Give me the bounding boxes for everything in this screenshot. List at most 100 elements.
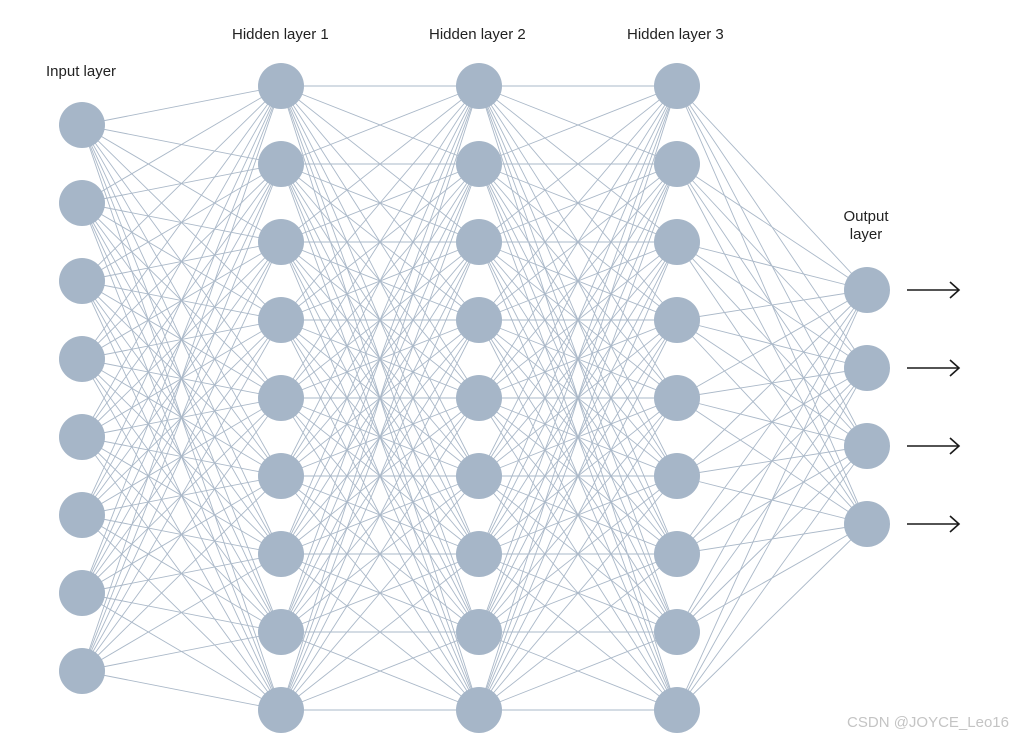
- input-neuron-6: [59, 492, 105, 538]
- hidden2-neuron-7: [456, 531, 502, 577]
- edge-input-8-to-hidden1-3: [81, 241, 282, 672]
- neuron-nodes: [59, 63, 890, 733]
- edge-input-3-to-hidden1-1: [81, 85, 282, 282]
- hidden3-neuron-3: [654, 219, 700, 265]
- edge-hidden1-2-to-hidden2-1: [280, 85, 480, 165]
- edge-hidden3-8-to-output-1: [676, 289, 868, 633]
- edge-hidden2-4-to-hidden3-1: [478, 85, 678, 321]
- hidden-layer-2-label: Hidden layer 2: [429, 26, 526, 43]
- edge-hidden1-9-to-hidden2-3: [280, 241, 480, 711]
- hidden1-neuron-1: [258, 63, 304, 109]
- edge-input-7-to-hidden1-1: [81, 85, 282, 594]
- edge-hidden3-9-to-output-2: [676, 367, 868, 711]
- hidden1-neuron-9: [258, 687, 304, 733]
- hidden1-neuron-4: [258, 297, 304, 343]
- edge-hidden2-8-to-hidden3-1: [478, 85, 678, 633]
- output-neuron-2: [844, 345, 890, 391]
- hidden1-neuron-3: [258, 219, 304, 265]
- hidden3-neuron-6: [654, 453, 700, 499]
- hidden3-neuron-2: [654, 141, 700, 187]
- edge-input-6-to-hidden1-1: [81, 85, 282, 516]
- hidden3-neuron-1: [654, 63, 700, 109]
- output-arrows: [907, 281, 961, 533]
- hidden2-neuron-6: [456, 453, 502, 499]
- edge-hidden1-9-to-hidden2-7: [280, 553, 480, 711]
- edge-hidden3-5-to-output-1: [676, 289, 868, 399]
- edge-input-1-to-hidden1-1: [81, 85, 282, 126]
- edge-hidden1-6-to-hidden2-1: [280, 85, 480, 477]
- input-neuron-3: [59, 258, 105, 304]
- edge-hidden2-6-to-hidden3-1: [478, 85, 678, 477]
- edge-input-8-to-hidden1-4: [81, 319, 282, 672]
- hidden1-neuron-6: [258, 453, 304, 499]
- hidden3-neuron-5: [654, 375, 700, 421]
- hidden-layer-1-label: Hidden layer 1: [232, 26, 329, 43]
- edge-hidden2-9-to-hidden3-2: [478, 163, 678, 711]
- hidden2-neuron-4: [456, 297, 502, 343]
- edge-hidden2-9-to-hidden3-4: [478, 319, 678, 711]
- edge-hidden2-5-to-hidden3-1: [478, 85, 678, 399]
- hidden-layer-3-label: Hidden layer 3: [627, 26, 724, 43]
- edge-hidden1-9-to-hidden2-4: [280, 319, 480, 711]
- edge-input-4-to-hidden1-1: [81, 85, 282, 360]
- connection-edges: [81, 85, 868, 711]
- edge-input-5-to-hidden1-1: [81, 85, 282, 438]
- hidden2-neuron-2: [456, 141, 502, 187]
- output-layer-label-line1: Output: [843, 208, 889, 225]
- hidden1-neuron-8: [258, 609, 304, 655]
- hidden1-neuron-5: [258, 375, 304, 421]
- edge-hidden2-9-to-hidden3-6: [478, 475, 678, 711]
- hidden2-neuron-1: [456, 63, 502, 109]
- hidden2-neuron-8: [456, 609, 502, 655]
- edge-hidden3-3-to-output-1: [676, 241, 868, 291]
- output-layer-label-line2: layer: [849, 226, 883, 243]
- edge-input-8-to-hidden1-1: [81, 85, 282, 672]
- edge-hidden3-6-to-output-1: [676, 289, 868, 477]
- edge-input-8-to-hidden1-7: [81, 553, 282, 672]
- hidden3-neuron-8: [654, 609, 700, 655]
- input-layer-label: Input layer: [46, 63, 117, 80]
- hidden3-neuron-7: [654, 531, 700, 577]
- input-neuron-5: [59, 414, 105, 460]
- output-arrow-1: [907, 281, 961, 299]
- edge-hidden3-9-to-output-3: [676, 445, 868, 711]
- edge-hidden2-9-to-hidden3-1: [478, 85, 678, 711]
- edge-input-8-to-hidden1-5: [81, 397, 282, 672]
- edge-hidden1-9-to-hidden2-1: [280, 85, 480, 711]
- output-neuron-1: [844, 267, 890, 313]
- output-arrow-3: [907, 437, 961, 455]
- edge-hidden2-9-to-hidden3-5: [478, 397, 678, 711]
- edge-hidden1-8-to-hidden2-1: [280, 85, 480, 633]
- input-neuron-8: [59, 648, 105, 694]
- output-neuron-4: [844, 501, 890, 547]
- edge-hidden1-4-to-hidden2-1: [280, 85, 480, 321]
- edge-hidden3-4-to-output-1: [676, 289, 868, 321]
- edge-hidden2-3-to-hidden3-1: [478, 85, 678, 243]
- input-neuron-1: [59, 102, 105, 148]
- output-layer-label: Output layer: [838, 208, 894, 244]
- edge-hidden3-9-to-output-1: [676, 289, 868, 711]
- output-neuron-3: [844, 423, 890, 469]
- hidden3-neuron-4: [654, 297, 700, 343]
- edge-hidden3-9-to-output-4: [676, 523, 868, 711]
- edge-input-8-to-hidden1-6: [81, 475, 282, 672]
- input-neuron-7: [59, 570, 105, 616]
- watermark: CSDN @JOYCE_Leo16: [847, 714, 1009, 731]
- edge-hidden2-7-to-hidden3-1: [478, 85, 678, 555]
- edge-input-8-to-hidden1-8: [81, 631, 282, 672]
- hidden2-neuron-3: [456, 219, 502, 265]
- edge-hidden1-9-to-hidden2-5: [280, 397, 480, 711]
- input-neuron-4: [59, 336, 105, 382]
- edge-hidden2-9-to-hidden3-8: [478, 631, 678, 711]
- edge-hidden1-7-to-hidden2-1: [280, 85, 480, 555]
- edge-hidden3-2-to-output-1: [676, 163, 868, 291]
- edge-hidden2-2-to-hidden3-1: [478, 85, 678, 165]
- edge-input-8-to-hidden1-9: [81, 670, 282, 711]
- hidden3-neuron-9: [654, 687, 700, 733]
- output-arrow-2: [907, 359, 961, 377]
- edge-hidden1-9-to-hidden2-8: [280, 631, 480, 711]
- edge-hidden3-1-to-output-1: [676, 85, 868, 291]
- edge-hidden1-5-to-hidden2-1: [280, 85, 480, 399]
- output-arrow-4: [907, 515, 961, 533]
